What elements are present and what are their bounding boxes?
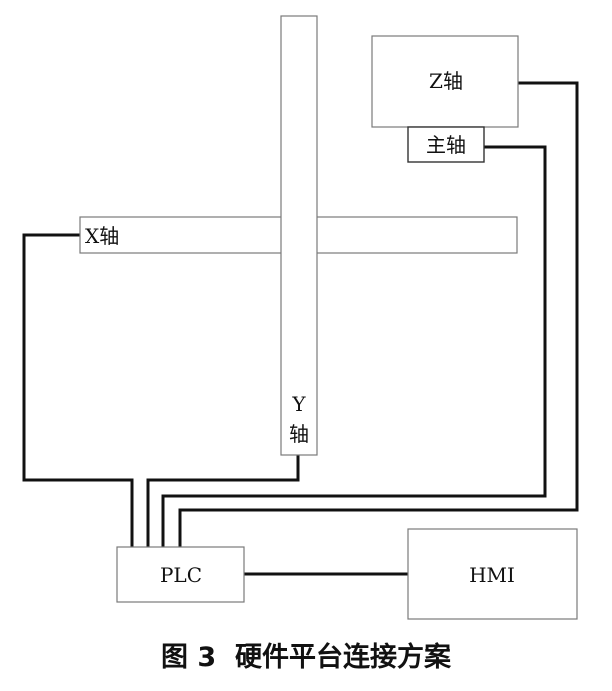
wire-y-axis-to-plc — [146, 455, 300, 547]
plc-node — [116, 546, 245, 603]
wire-z-axis-to-plc — [178, 81, 579, 547]
y-axis-rail — [280, 15, 318, 456]
y-axis-node — [280, 15, 318, 456]
plc-box — [116, 546, 245, 603]
spindle-node — [407, 126, 485, 163]
z-axis-node — [371, 35, 519, 128]
x-axis-label: X轴 — [85, 224, 119, 248]
plc-label: PLC — [160, 563, 202, 587]
hmi-node — [407, 528, 578, 620]
figure-caption: 图 3 硬件平台连接方案 — [161, 641, 452, 673]
hmi-label: HMI — [469, 563, 515, 587]
spindle-box — [407, 126, 485, 163]
wire-spindle-to-plc — [161, 145, 547, 547]
spindle-label: 主轴 — [426, 133, 466, 157]
z-axis-label: Z轴 — [429, 69, 463, 93]
y-axis-label-line1: Y — [291, 392, 306, 416]
y-axis-label-line2: 轴 — [289, 422, 309, 446]
hmi-box — [407, 528, 578, 620]
z-axis-box — [371, 35, 519, 128]
wire-x-axis-to-plc — [22, 233, 134, 547]
